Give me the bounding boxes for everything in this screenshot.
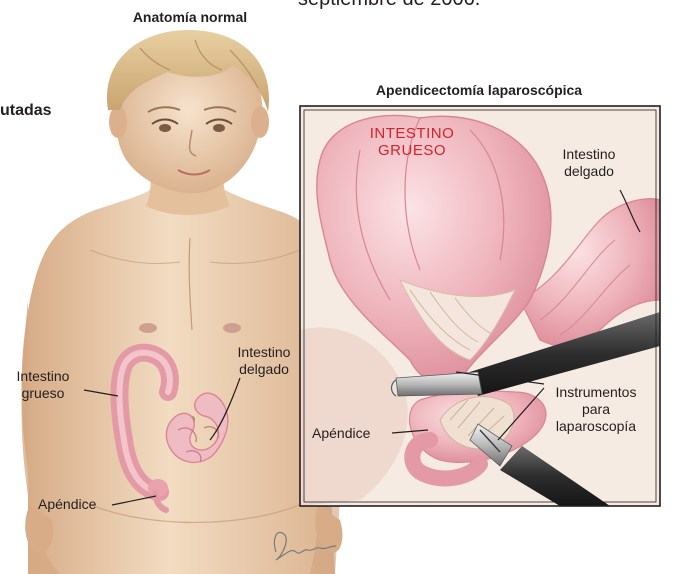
label-small-intestine: Intestino delgado: [220, 344, 308, 378]
label-large-intestine-caps-line1: INTESTINO: [352, 125, 472, 142]
left-panel-title: Anatomía normal: [70, 9, 310, 25]
header-cut-text: septiembre de 2006.: [298, 0, 480, 11]
label-small-intestine-right-line1: Intestino: [544, 146, 634, 163]
label-large-intestine-caps: INTESTINO GRUESO: [352, 125, 472, 159]
label-large-intestine-line2: grueso: [2, 385, 84, 402]
label-appendix-left: Apéndice: [38, 496, 96, 513]
label-large-intestine: Intestino grueso: [2, 368, 84, 402]
label-large-intestine-line1: Intestino: [2, 368, 84, 385]
label-instruments-line2: para: [540, 401, 652, 418]
label-large-intestine-caps-line2: GRUESO: [352, 142, 472, 159]
label-small-intestine-right: Intestino delgado: [544, 146, 634, 180]
label-instruments-line3: laparoscopía: [540, 418, 652, 435]
label-small-intestine-line2: delgado: [220, 361, 308, 378]
label-instruments: Instrumentos para laparoscopía: [540, 384, 652, 435]
label-instruments-line1: Instrumentos: [540, 384, 652, 401]
label-small-intestine-right-line2: delgado: [544, 163, 634, 180]
label-appendix-right: Apéndice: [312, 425, 370, 442]
label-small-intestine-line1: Intestino: [220, 344, 308, 361]
right-panel-title: Apendicectomía laparoscópica: [308, 82, 650, 98]
left-cut-text: utadas: [0, 102, 52, 120]
